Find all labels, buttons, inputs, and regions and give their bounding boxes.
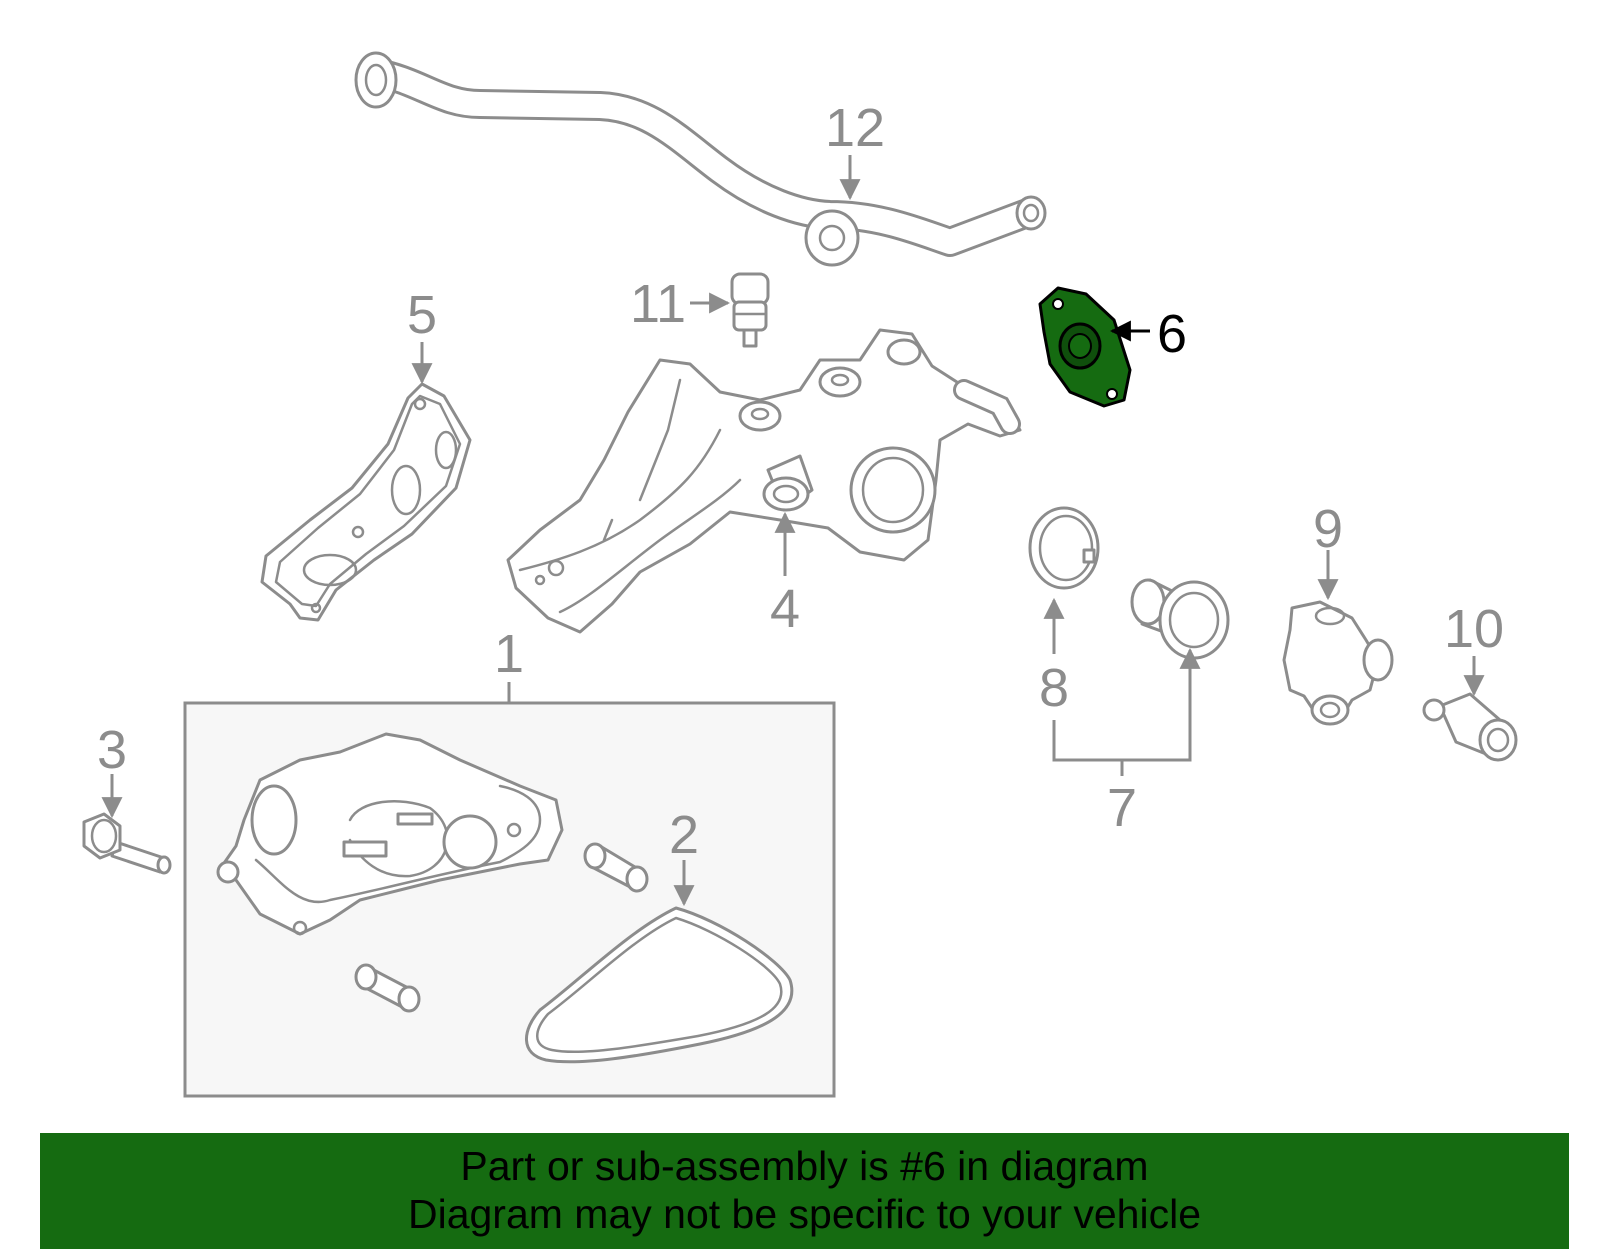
callout-12: 12 — [825, 98, 885, 158]
callout-9: 9 — [1313, 499, 1343, 559]
callout-5: 5 — [407, 285, 437, 345]
part-10-sensor[interactable] — [1422, 692, 1518, 762]
callout-1: 1 — [494, 624, 524, 684]
callout-7: 7 — [1107, 778, 1137, 838]
part-6-gasket-highlighted[interactable] — [1038, 286, 1132, 408]
callout-10: 10 — [1444, 599, 1504, 659]
part-9-housing[interactable] — [1282, 600, 1394, 726]
callout-8: 8 — [1039, 658, 1069, 718]
banner-line-disclaimer: Diagram may not be specific to your vehi… — [407, 1191, 1201, 1237]
part-4-housing[interactable] — [506, 328, 1022, 634]
callout-3: 3 — [97, 720, 127, 780]
part-5-gasket[interactable] — [260, 382, 472, 622]
dowel-pin-lower[interactable] — [354, 963, 421, 1013]
part-8-thermostat-seal[interactable] — [1028, 506, 1100, 590]
leader-lines — [101, 155, 1485, 907]
callout-labels: 12 11 5 6 4 1 3 2 9 10 8 7 — [97, 98, 1504, 865]
callout-11: 11 — [630, 274, 686, 334]
part-2-gasket[interactable] — [525, 906, 794, 1064]
info-banner: Part or sub-assembly is #6 in diagram Di… — [40, 1133, 1569, 1249]
callout-6: 6 — [1157, 304, 1187, 364]
dowel-pin-upper[interactable] — [583, 842, 649, 893]
part-3-bolt[interactable] — [82, 812, 172, 875]
callout-4: 4 — [770, 579, 800, 639]
banner-line-part-number: Part or sub-assembly is #6 in diagram — [460, 1143, 1149, 1189]
part-11-sensor[interactable] — [730, 272, 770, 348]
callout-2: 2 — [669, 805, 699, 865]
part-12-pipe[interactable] — [354, 51, 1047, 267]
part-7-thermostat[interactable] — [1130, 578, 1230, 660]
part-1-water-pump[interactable] — [216, 732, 564, 936]
